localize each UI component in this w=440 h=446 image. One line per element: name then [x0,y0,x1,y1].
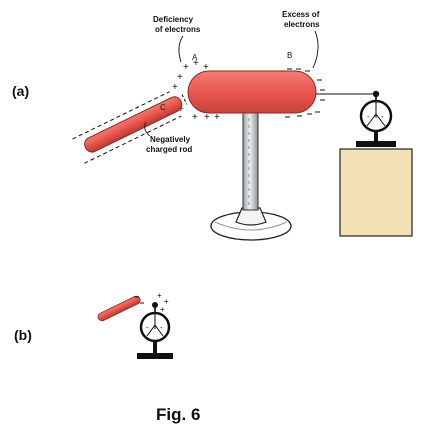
electroscope-a-leaf-right [375,113,386,127]
svg-text:+: + [157,291,162,300]
svg-text:+: + [177,72,183,83]
svg-text:+: + [192,112,198,123]
svg-text:-: - [160,323,163,332]
svg-text:+: + [183,62,189,73]
rod-b-body [97,295,141,322]
point-b-label: B [287,51,292,60]
stand-base-rim [214,221,288,231]
rod-label-line2: charged rod [146,145,192,154]
svg-text:+: + [160,305,165,314]
electroscope-a: - - [356,90,396,147]
deficiency-label-line1: Deficiency [153,15,194,24]
negative-charges-right [285,68,325,118]
part-b-label: (b) [14,327,32,343]
conductor [187,70,317,114]
stand-collar [235,207,267,226]
rod-leader [144,121,151,137]
rod-body [84,96,183,153]
excess-label-line1: Excess of [282,10,320,19]
electroscope-b-stand [153,341,157,353]
table-box [339,148,413,237]
svg-text:+: + [178,104,184,115]
point-a-label: A [192,53,198,62]
deficiency-label-line2: of electrons [155,25,201,34]
deficiency-leader [178,35,184,63]
svg-text:+: + [214,112,220,123]
charged-rod-b [97,295,144,322]
svg-text:+: + [193,58,199,69]
svg-text:+: + [203,62,209,73]
excess-label-line2: electrons [284,20,320,29]
svg-text:-: - [146,323,149,332]
conductor-body [187,70,317,114]
electroscope-b: + + + - - [137,291,173,359]
rod-label-line1: Negatively [150,135,191,144]
svg-text:+: + [204,112,210,123]
figure-caption: Fig. 6 [156,405,200,424]
charged-rod [72,91,188,164]
electroscope-b-leaf-left [146,324,156,337]
electroscope-a-stand [374,131,378,141]
stand-pole [242,111,259,211]
svg-text:+: + [164,297,169,306]
svg-text:+: + [172,82,178,93]
point-c-label: C [160,103,166,112]
part-a-label: (a) [12,83,29,99]
svg-text:-: - [367,112,370,121]
electroscope-a-leaf-left [366,113,377,127]
electroscope-b-leaf-right [154,324,164,337]
excess-leader [312,30,319,69]
electroscope-b-base [137,353,173,359]
insulating-stand [210,111,292,241]
svg-text:-: - [381,112,384,121]
electroscope-a-base [356,141,396,147]
